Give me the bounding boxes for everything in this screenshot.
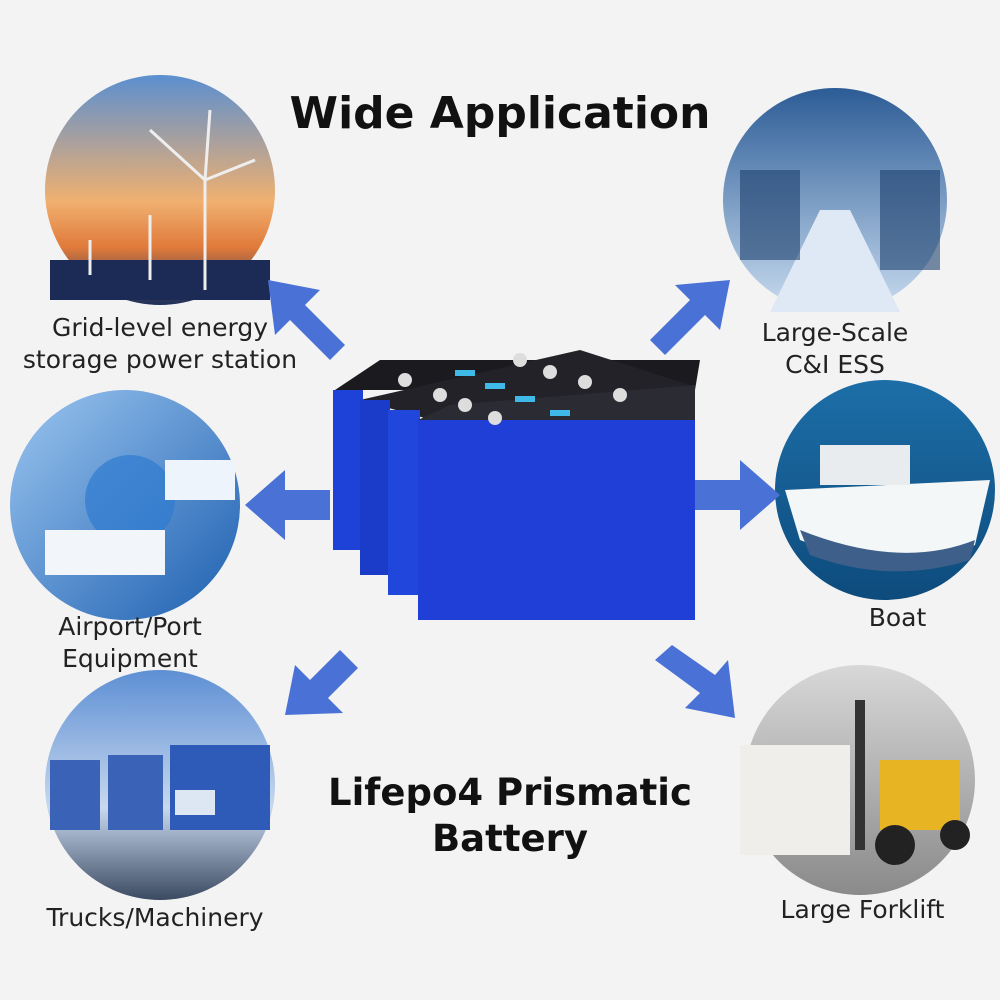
page-title: Wide Application (289, 88, 711, 139)
arrow-to-airport (245, 470, 330, 540)
battery-pack-image (333, 350, 700, 620)
arrow-to-ess (650, 280, 730, 355)
product-line: Lifepo4 Prismatic (328, 771, 692, 814)
label-line: storage power station (22, 345, 298, 374)
label-line: Airport/Port (58, 612, 202, 641)
label-grid-storage: Grid-level energy storage power station (10, 312, 310, 376)
arrow-to-forklift (655, 645, 735, 718)
airport-port-image (10, 390, 240, 620)
label-boat: Boat (868, 603, 927, 632)
arrow-to-boat (695, 460, 780, 530)
boat-image (775, 380, 995, 600)
arrow-to-trucks (285, 650, 358, 715)
label-line: C&I ESS (785, 350, 885, 379)
arrow-to-grid (268, 280, 345, 360)
label-line: Grid-level energy (52, 313, 268, 342)
factory-ess-image (723, 88, 947, 312)
label-trucks: Trucks/Machinery (46, 903, 264, 932)
label-line: Large-Scale (761, 318, 909, 347)
label-forklift: Large Forklift (780, 895, 945, 924)
grid-storage-image (45, 75, 275, 305)
trucks-image (45, 670, 275, 900)
forklift-image (740, 665, 975, 895)
label-line: Equipment (62, 644, 198, 673)
product-line: Battery (431, 817, 588, 860)
